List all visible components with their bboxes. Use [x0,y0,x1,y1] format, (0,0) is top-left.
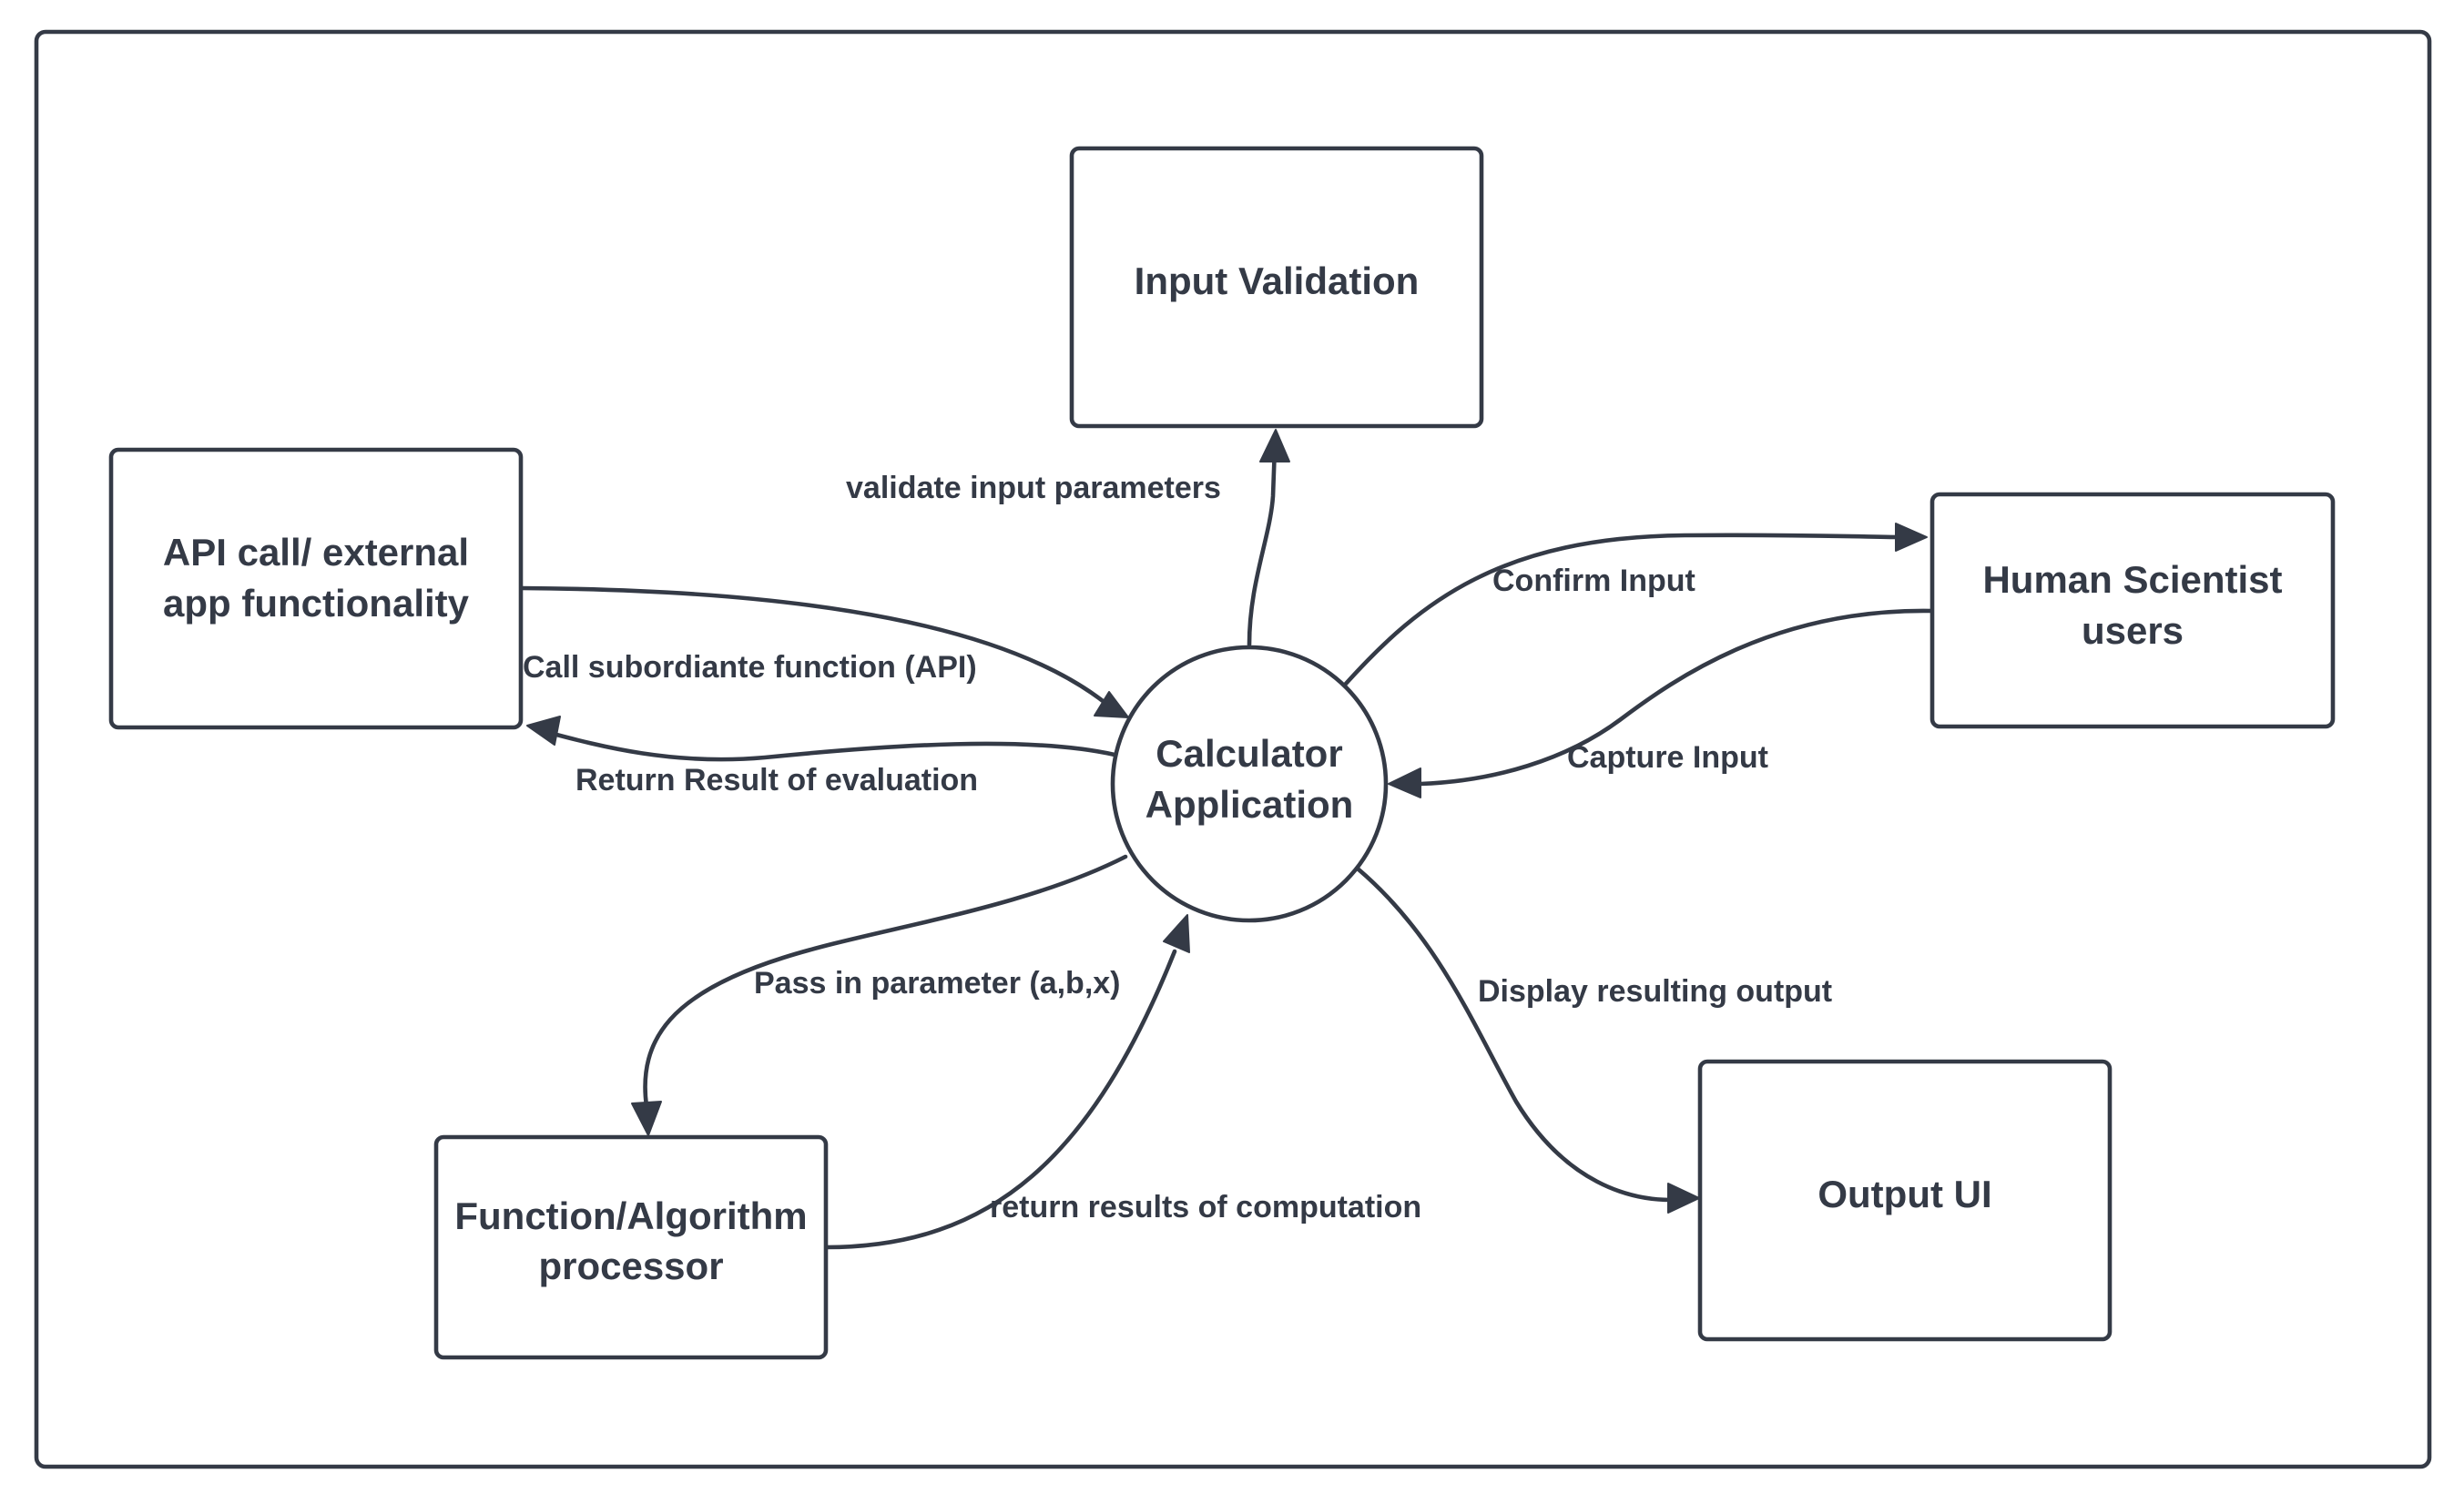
node-calculator-label-line-2: Application [1145,783,1354,826]
node-calculator: Calculator Application [1110,645,1389,923]
edge-confirm-input-arrowhead [1895,523,1928,552]
node-calculator-label-line-1: Calculator [1156,732,1342,775]
edge-return-result-arrowhead [526,716,561,746]
node-human-users-label-line-1: Human Scientist [1982,558,2282,601]
edge-return-result [544,729,1117,762]
diagram-frame [34,29,2432,1469]
edge-validate-input-label: validate input parameters [846,471,1221,505]
node-api-call-label-line-2: app functionality [163,582,470,625]
edge-pass-parameter-label: Pass in parameter (a,b,x) [754,966,1121,1001]
edge-return-computation-label: return results of computation [990,1190,1421,1225]
node-function-processor: Function/Algorithm processor [433,1134,829,1360]
node-human-users-label-line-2: users [2082,609,2184,652]
edge-pass-parameter-arrowhead [631,1101,662,1136]
edge-display-output-arrowhead [1667,1183,1700,1214]
edge-confirm-input [1343,533,1906,686]
edge-capture-input [1418,608,1935,787]
edge-call-subordinate-arrowhead [1094,691,1129,718]
edge-display-output-label: Display resulting output [1478,974,1832,1009]
node-output-ui: Output UI [1697,1059,2113,1342]
edge-display-output [1356,867,1674,1203]
node-human-users: Human Scientist users [1929,492,2336,729]
node-function-processor-label-line-2: processor [538,1245,723,1287]
node-input-validation-label: Input Validation [1135,259,1420,302]
node-output-ui-label: Output UI [1817,1173,1991,1215]
edge-validate-input-arrowhead [1259,429,1290,462]
edge-confirm-input-label: Confirm Input [1492,564,1695,598]
edge-call-subordinate-label: Call subordiante function (API) [523,650,977,685]
edge-return-computation [823,949,1177,1250]
node-input-validation: Input Validation [1069,146,1484,429]
edge-return-computation-arrowhead [1163,914,1190,953]
edge-call-subordinate [518,585,1109,706]
edge-validate-input [1247,443,1278,647]
edge-capture-input-arrowhead [1388,767,1421,798]
node-function-processor-label-line-1: Function/Algorithm [454,1194,807,1237]
edge-return-result-label: Return Result of evaluation [575,763,978,798]
node-api-call-label-line-1: API call/ external [163,531,469,574]
edge-pass-parameter [643,854,1128,1109]
edge-capture-input-label: Capture Input [1567,740,1768,775]
node-api-call: API call/ external app functionality [108,447,524,730]
